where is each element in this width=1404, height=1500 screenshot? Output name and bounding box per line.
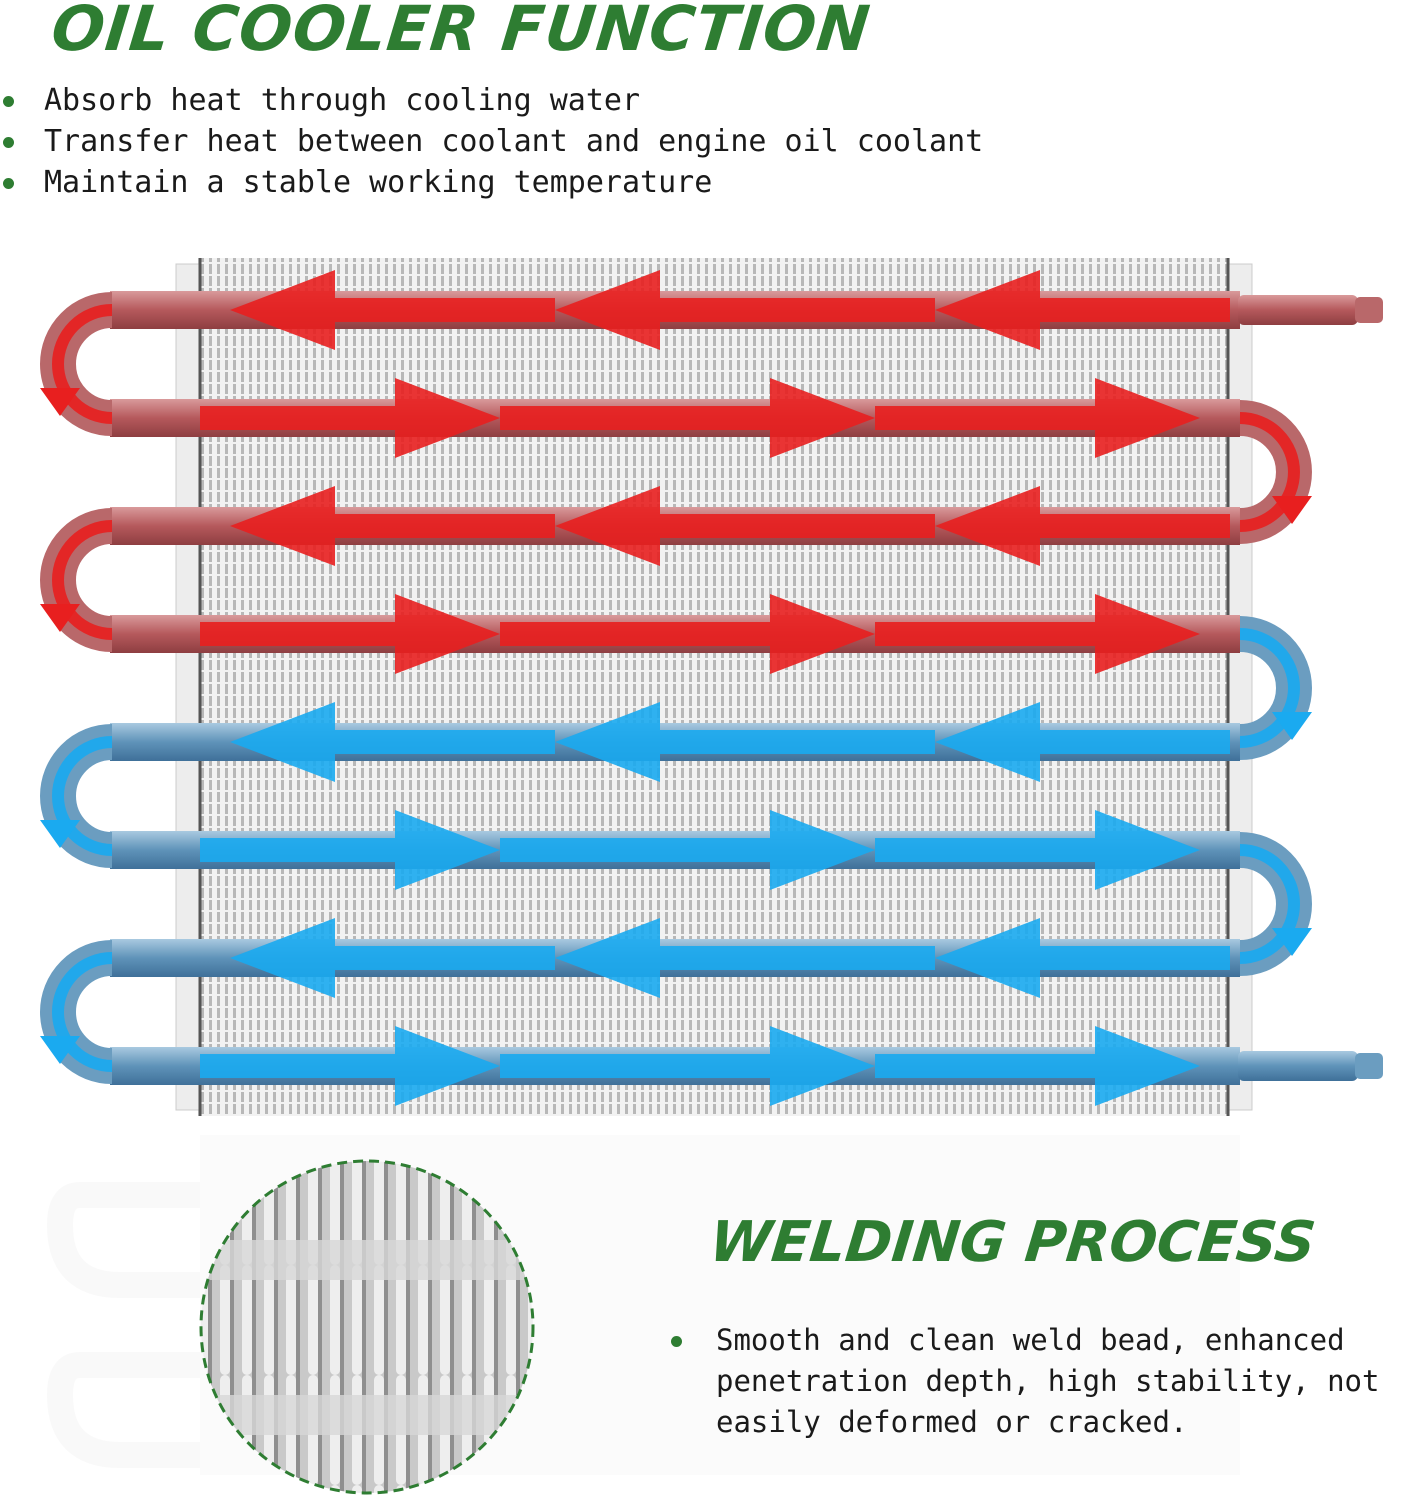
bend-flow-arrow (52, 304, 113, 424)
list-item-text: Absorb heat through cooling water (44, 83, 641, 118)
flow-arrow (875, 810, 1200, 890)
bend-flow-arrowhead (1272, 712, 1312, 740)
flow-arrow (555, 702, 935, 782)
flow-arrow (935, 270, 1230, 350)
bullet-icon (671, 1336, 682, 1347)
bend-flow-arrow (1239, 844, 1300, 964)
function-list: Absorb heat through cooling water Transf… (0, 80, 983, 203)
flow-arrow (200, 1026, 500, 1106)
bend-flow-arrow (52, 736, 113, 856)
bullet-icon (3, 178, 14, 189)
bend-flow-arrowhead (1272, 928, 1312, 956)
flow-arrow (200, 594, 500, 674)
welding-bullet: Smooth and clean weld bead, enhanced pen… (668, 1320, 1393, 1443)
flow-arrow (500, 378, 875, 458)
left-side-plate (175, 263, 201, 1111)
outlet-nozzle (1355, 1053, 1383, 1079)
oil-cooler-illustration (40, 258, 1383, 1116)
flow-arrow (935, 486, 1230, 566)
flow-arrow (555, 270, 935, 350)
flow-arrow (500, 810, 875, 890)
flow-arrow (935, 918, 1230, 998)
flow-arrow (200, 810, 500, 890)
flow-arrow (230, 270, 555, 350)
flow-arrow (230, 702, 555, 782)
bend-flow-arrowhead (40, 388, 80, 416)
flow-arrow (500, 1026, 875, 1106)
right-side-plate (1227, 263, 1253, 1111)
flow-arrow (875, 378, 1200, 458)
list-item-text: Maintain a stable working temperature (44, 165, 713, 200)
list-item: Maintain a stable working temperature (0, 162, 983, 203)
bullet-icon (3, 137, 14, 148)
list-item: Absorb heat through cooling water (0, 80, 983, 121)
bend-flow-arrowhead (40, 820, 80, 848)
outlet-pipe (1238, 1051, 1358, 1081)
flow-arrow (555, 486, 935, 566)
bend-flow-arrow (1239, 628, 1300, 748)
inlet-pipe (1238, 295, 1358, 325)
flow-arrow (555, 918, 935, 998)
flow-arrow (230, 486, 555, 566)
flow-arrow (875, 1026, 1200, 1106)
page-title: OIL COOLER FUNCTION (48, 0, 874, 65)
flow-arrow (875, 594, 1200, 674)
flow-arrow (500, 594, 875, 674)
flow-arrow (935, 702, 1230, 782)
welding-bullet-text: Smooth and clean weld bead, enhanced pen… (716, 1323, 1380, 1439)
weld-zoom-circle (199, 1159, 535, 1495)
flow-arrow (230, 918, 555, 998)
bend-flow-arrow (52, 952, 113, 1072)
list-item-text: Transfer heat between coolant and engine… (44, 124, 984, 159)
inlet-nozzle (1355, 297, 1383, 323)
bullet-icon (3, 96, 14, 107)
flow-arrow (200, 378, 500, 458)
bend-flow-arrow (52, 520, 113, 640)
fin-core (198, 258, 1230, 1116)
welding-title: WELDING PROCESS (706, 1210, 1319, 1275)
bend-flow-arrowhead (1272, 496, 1312, 524)
bend-flow-arrow (1239, 412, 1300, 532)
list-item: Transfer heat between coolant and engine… (0, 121, 983, 162)
bend-flow-arrowhead (40, 604, 80, 632)
bend-flow-arrowhead (40, 1036, 80, 1064)
